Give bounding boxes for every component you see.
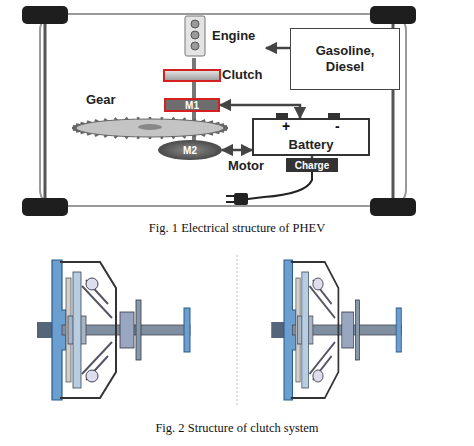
flow-arrow (220, 105, 300, 118)
divider (237, 255, 238, 405)
battery-box: + -Battery (252, 118, 370, 156)
part-label: Clutch (222, 67, 262, 82)
clutch-drawing (271, 260, 401, 400)
plug (234, 193, 248, 205)
charge-port: Charge (286, 158, 338, 172)
flow-arrow (222, 149, 252, 152)
node-text: M2 (183, 145, 197, 156)
plug-prongs (226, 196, 234, 202)
part-label: Gear (86, 92, 116, 107)
node-text: - (335, 118, 340, 134)
node-text: Battery (289, 137, 334, 152)
engine-block: Engine (178, 14, 266, 58)
engine-cylinder (191, 31, 199, 39)
motor-m1: M1 (164, 98, 220, 112)
axle (44, 14, 47, 208)
clutch-drawing (37, 260, 190, 400)
node-text: Charge (295, 160, 329, 171)
charge-cable (248, 172, 312, 199)
gear-hub (138, 124, 162, 130)
engine-cylinder (191, 42, 199, 50)
gear (76, 119, 224, 137)
figure-caption: Fig. 2 Structure of clutch system (0, 421, 474, 436)
node-text: Gasoline, Diesel (305, 43, 385, 75)
wheel (22, 6, 68, 24)
flow-arrow (266, 47, 290, 50)
clutch-plate (164, 70, 220, 81)
car-body (40, 14, 406, 206)
wheel (22, 198, 68, 216)
wheel (370, 198, 416, 216)
motor-m2: M2Motor (158, 140, 222, 160)
wheel (370, 6, 416, 24)
node-text: + (282, 118, 290, 134)
engine-body (185, 16, 205, 56)
engine-cylinder (191, 20, 199, 28)
gear-teeth (72, 117, 228, 139)
node-text: M1 (185, 100, 199, 111)
node-text: Engine (212, 28, 255, 43)
fuel-box: Gasoline, Diesel (290, 28, 400, 90)
engine-icon (180, 14, 210, 60)
node-text: Motor (228, 158, 264, 173)
figure-caption: Fig. 1 Electrical structure of PHEV (0, 221, 474, 236)
